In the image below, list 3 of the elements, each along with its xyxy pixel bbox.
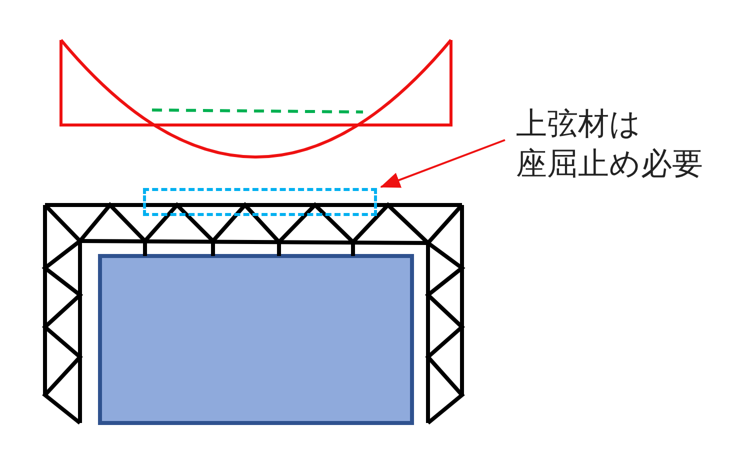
note-text: 上弦材は座屈止め必要: [516, 104, 703, 184]
arrow: [380, 139, 506, 188]
dashed-highlight-box: [143, 188, 377, 216]
